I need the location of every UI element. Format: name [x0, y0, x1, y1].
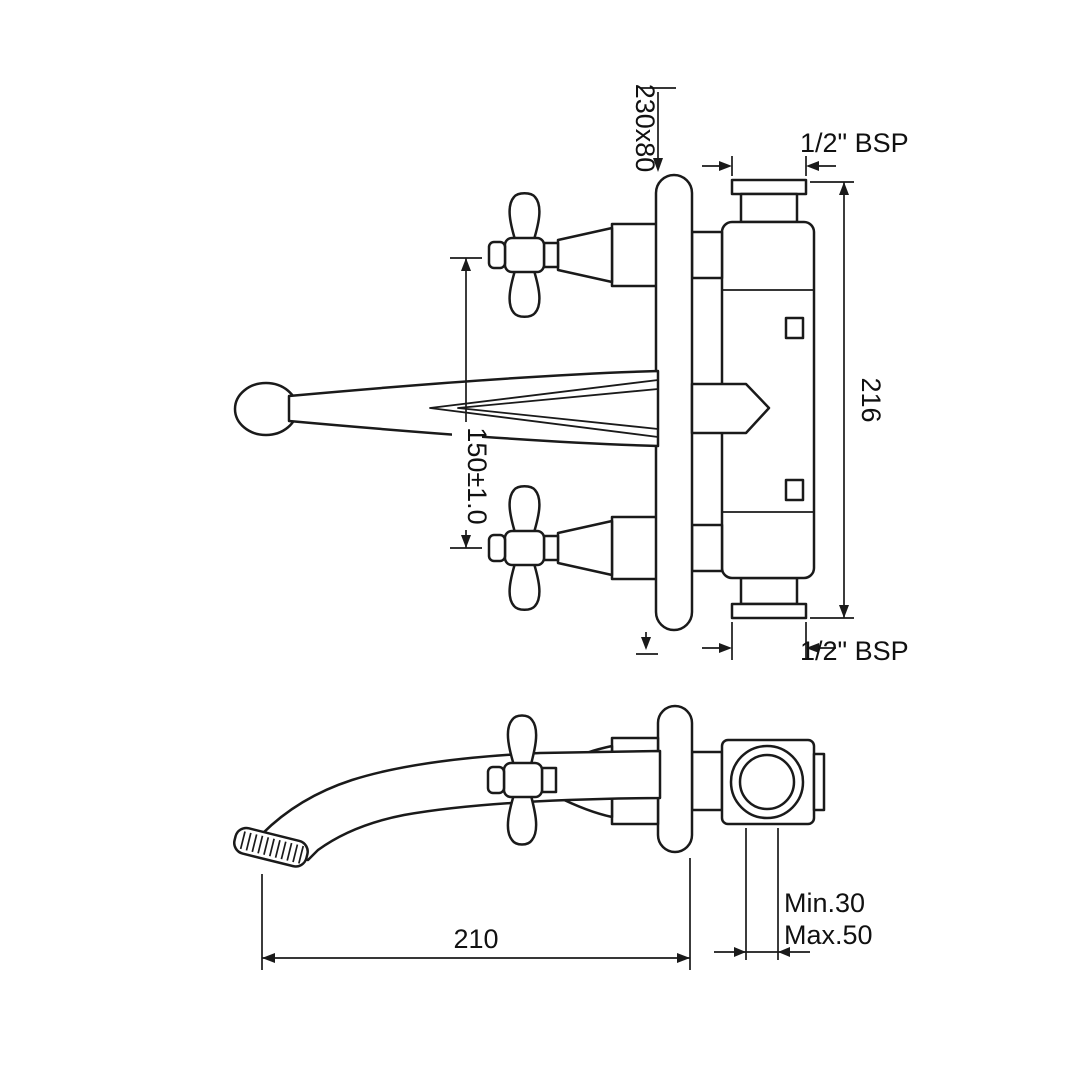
body-boss-bottom [784, 478, 805, 502]
dim-body-height-label: 216 [856, 377, 886, 422]
handle-side [486, 714, 558, 846]
cross-handle-lobe [508, 485, 541, 541]
wall-plate-plan [654, 173, 694, 632]
aerator-hatch [239, 831, 305, 864]
dim-body-height: 216 [810, 181, 886, 619]
dim-spout-reach: 210 [261, 858, 691, 970]
cross-handle-lobe [506, 714, 538, 774]
dim-wall-depth-min-label: Min.30 [784, 888, 865, 918]
cross-handle-lobe [508, 262, 541, 318]
dim-wall-depth-max-label: Max.50 [784, 920, 873, 950]
cross-handle-lobe [506, 786, 538, 846]
dim-inlet-bottom-label: 1/2" BSP [800, 636, 909, 666]
inlet-circle-inner [738, 753, 796, 811]
cross-handle-knob [487, 533, 507, 563]
bottom-valve-connector [690, 523, 724, 573]
spout-crease-inner [457, 388, 659, 430]
cross-handle-lobe [508, 192, 541, 248]
handle-escutcheon [610, 515, 662, 581]
cross-handle-knob [487, 240, 507, 270]
dim-inlet-top: 1/2" BSP [702, 128, 909, 176]
dim-inlet-top-label: 1/2" BSP [800, 128, 909, 158]
cross-handle-hub [502, 761, 544, 799]
dim-spout-reach-label: 210 [453, 924, 498, 954]
bottom-inlet-pipe [739, 576, 799, 606]
top-inlet-pipe [739, 192, 799, 224]
bottom-inlet-flange [730, 602, 808, 620]
handle-taper [556, 519, 614, 577]
dim-handle-centres-label: 150±1.0 [462, 427, 492, 524]
handle-escutcheon [610, 222, 662, 288]
spout-aerator [233, 826, 309, 868]
wall-plate-side [656, 704, 694, 854]
handle-top-plan [487, 192, 662, 318]
handle-taper [556, 226, 614, 284]
handle-bottom-plan [487, 485, 662, 611]
handle-neck [540, 766, 558, 794]
body-end-cap [812, 752, 826, 812]
cross-handle-knob [486, 765, 506, 795]
top-valve-connector [690, 230, 724, 280]
body-boss-top [784, 316, 805, 340]
dim-plate-size-label: 230x80 [630, 84, 660, 173]
side-valve-connector [690, 750, 724, 812]
cross-handle-lobe [508, 555, 541, 611]
spout-tip-bulb [233, 381, 299, 437]
side-view: 210 Min.30 Max.50 [233, 704, 873, 970]
top-inlet-flange [730, 178, 808, 196]
handle-neck [542, 534, 560, 562]
handle-neck [542, 241, 560, 269]
dim-wall-depth: Min.30 Max.50 [714, 828, 873, 960]
dim-handle-centres: 150±1.0 [450, 257, 658, 655]
spout-plan [233, 369, 771, 448]
dim-plate-size: 230x80 [630, 84, 676, 173]
spout-crease-outer [429, 379, 659, 438]
spout-body [287, 369, 660, 448]
dim-inlet-bottom: 1/2" BSP [702, 622, 909, 666]
spout-union [690, 382, 771, 435]
plan-view: 230x80 1/2" BSP 216 [233, 84, 909, 666]
cross-handle-hub [503, 529, 546, 567]
cross-handle-hub [503, 236, 546, 274]
